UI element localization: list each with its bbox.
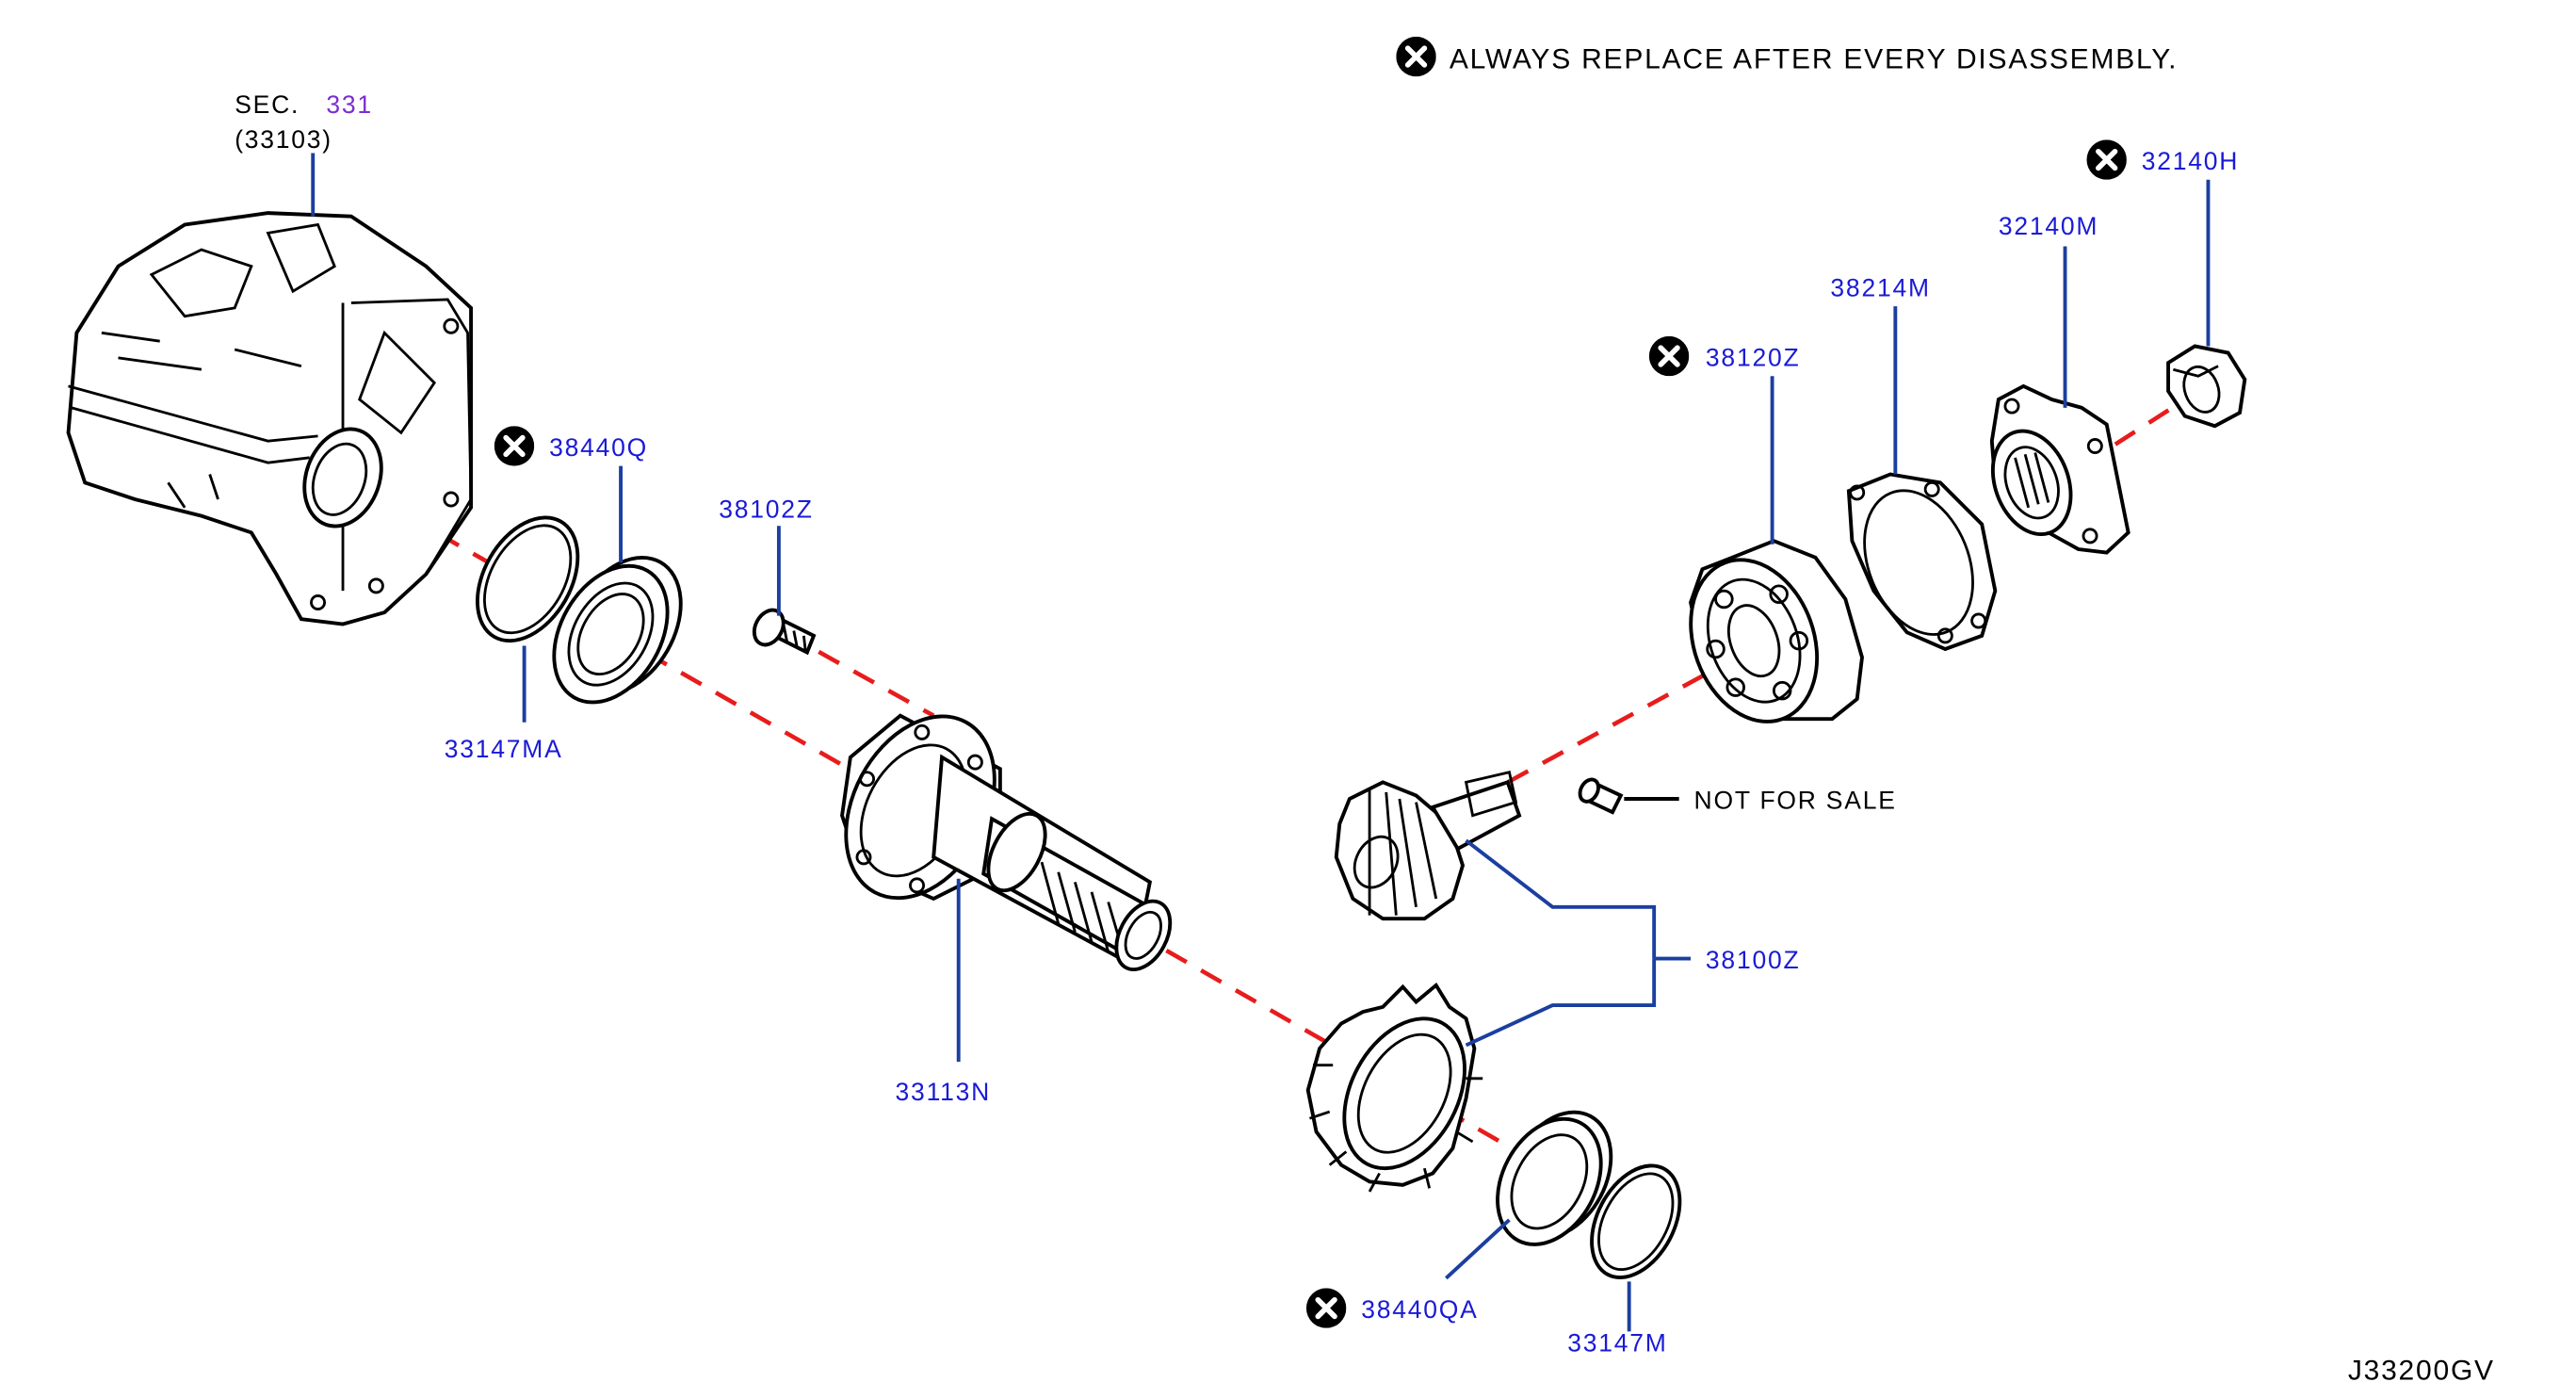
oil-seal-38440q <box>552 555 683 705</box>
o-ring-33147m <box>1590 1163 1682 1279</box>
gasket-38214m <box>1846 472 1998 652</box>
label-32140m: 32140M <box>1999 212 2098 240</box>
x-circle-icon <box>1396 37 1435 76</box>
label-38102z: 38102Z <box>719 495 813 523</box>
leader-38100z-pinion <box>1465 838 1657 959</box>
label-38440q: 38440Q <box>549 433 648 462</box>
pinion-gear-38100z <box>1334 771 1522 921</box>
small-collar-not-for-sale <box>1578 777 1624 815</box>
diagram-code: J33200GV <box>2348 1356 2495 1387</box>
leader-38440qa <box>1445 1218 1511 1280</box>
section-prefix: SEC. <box>235 90 300 119</box>
label-33113n: 33113N <box>896 1078 991 1106</box>
label-38120z: 38120Z <box>1706 344 1800 372</box>
bearing-retainer-38120z <box>1689 539 1864 723</box>
label-38440qa: 38440QA <box>1361 1295 1478 1324</box>
bolt-38102z <box>752 608 817 656</box>
section-part-number: (33103) <box>235 125 332 154</box>
leader-lines <box>311 153 2211 1332</box>
oil-seal-38440qa <box>1496 1110 1613 1246</box>
transfer-case-housing <box>66 211 474 626</box>
label-32140h: 32140H <box>2142 147 2239 175</box>
label-38214m: 38214M <box>1830 273 1930 301</box>
section-number: 331 <box>326 90 373 119</box>
label-38100z: 38100Z <box>1706 946 1800 974</box>
companion-flange-32140m <box>1989 383 2130 555</box>
label-33147ma: 33147MA <box>445 735 563 763</box>
label-not-for-sale: NOT FOR SALE <box>1694 787 1897 815</box>
leader-38100z-ring <box>1465 958 1657 1048</box>
legend-text: ALWAYS REPLACE AFTER EVERY DISASSEMBLY. <box>1450 43 2178 74</box>
axis-line-bolt <box>783 630 935 718</box>
shaft-33113n <box>840 713 1173 972</box>
ring-gear-38100z <box>1305 982 1483 1193</box>
x-circle-icon <box>1306 1288 1346 1327</box>
x-circle-icon <box>494 426 534 465</box>
label-33147m: 33147M <box>1567 1329 1667 1357</box>
o-ring-33147ma <box>475 515 580 643</box>
flange-nut-32140h <box>2166 344 2247 429</box>
x-circle-icon <box>2087 139 2127 179</box>
x-circle-icon <box>1649 336 1689 376</box>
